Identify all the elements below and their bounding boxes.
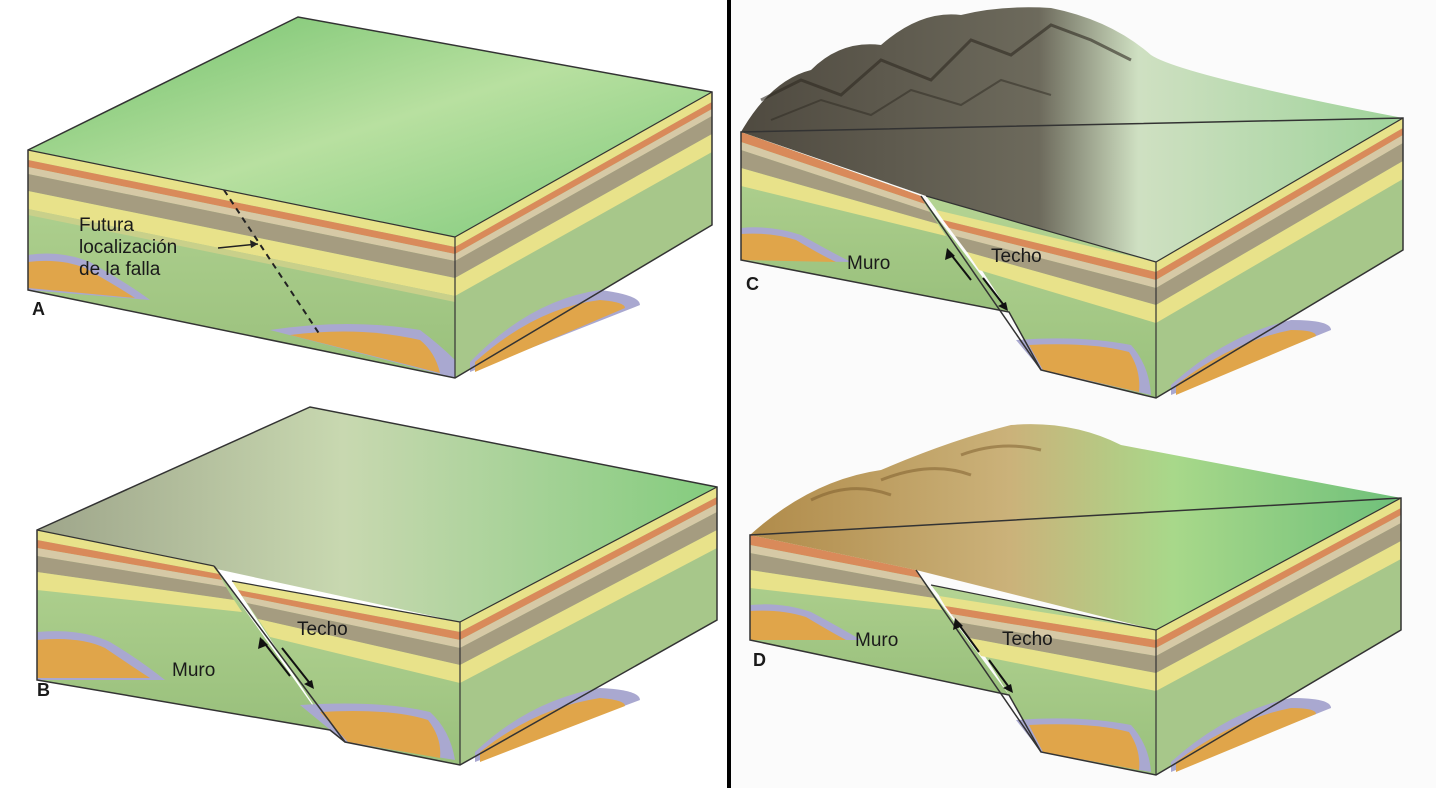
label-techo-b: Techo — [297, 619, 348, 640]
block-b — [36, 406, 718, 766]
fault-plane-d — [915, 569, 1042, 753]
fault-plane-c — [920, 195, 1042, 371]
mountain-ridges-c — [760, 23, 1132, 102]
block-d — [749, 424, 1402, 776]
block-b-right-face — [460, 487, 717, 765]
block-a-front-face — [28, 150, 455, 378]
block-a-surface — [28, 17, 712, 237]
arrow-up-b — [258, 637, 268, 649]
arrow-down-b — [304, 680, 314, 689]
label-future-fault-2: localización — [79, 237, 178, 258]
right-panel: Muro Techo C Muro Techo D — [731, 0, 1436, 788]
label-muro-b: Muro — [172, 660, 216, 681]
block-b-surface — [37, 407, 717, 622]
arrow-up-c — [945, 248, 955, 260]
block-diagrams-left — [27, 16, 718, 766]
label-techo-d: Techo — [1002, 629, 1053, 650]
block-c — [740, 7, 1404, 399]
block-d-front-face — [750, 535, 1156, 775]
label-techo-c: Techo — [991, 246, 1042, 267]
block-a — [27, 16, 713, 379]
letter-d: D — [753, 650, 766, 670]
arrow-up-d — [953, 618, 963, 630]
letter-b: B — [37, 680, 50, 700]
fault-plane-b — [213, 565, 346, 743]
block-a-right-face — [455, 92, 712, 378]
block-diagrams-right — [740, 7, 1404, 776]
future-fault-line — [223, 189, 321, 336]
eroded-ridges-d — [810, 444, 1042, 502]
block-d-surface — [750, 424, 1401, 630]
block-d-right-face — [1156, 498, 1401, 775]
block-c-front-face — [741, 132, 1156, 398]
letter-c: C — [746, 274, 759, 294]
arrow-down-c — [998, 302, 1008, 311]
block-b-front-face — [37, 530, 460, 765]
label-muro-d: Muro — [855, 630, 899, 651]
arrow-down-d — [1003, 684, 1013, 693]
label-future-fault-3: de la falla — [79, 259, 161, 280]
letter-a: A — [32, 299, 45, 319]
left-panel: Futura localización de la falla A Techo … — [0, 0, 727, 788]
label-future-fault-1: Futura — [79, 215, 134, 236]
label-muro-c: Muro — [847, 253, 891, 274]
block-c-right-face — [1156, 118, 1403, 398]
